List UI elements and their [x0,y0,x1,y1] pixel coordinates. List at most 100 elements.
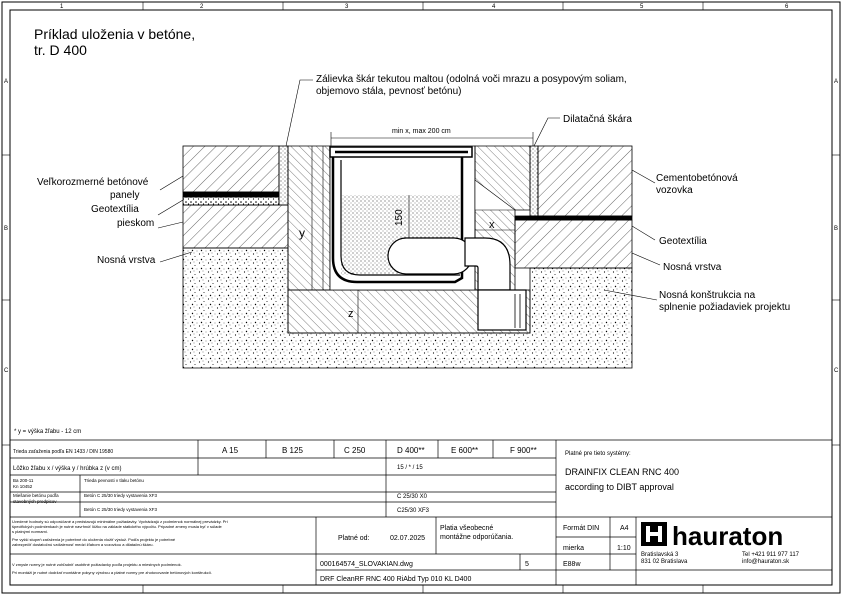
col-label: 6 [785,4,789,10]
row5-value: C25/30 XF3 [397,508,430,514]
row2-label: Lôžko žľabu x / výška y / hrúbka z (v cm… [13,466,121,472]
col-label: 2 [200,4,204,10]
hauraton-logo-icon [641,522,667,546]
sheet-no: 5 [525,561,529,568]
class-e600: E 600** [451,446,478,455]
cement-label-2: vozovka [656,185,693,196]
format-value: A4 [620,525,629,532]
sheet-border-inner [9,9,833,586]
row-label: A [834,79,838,85]
system-sub: according to DIBT approval [565,482,674,492]
dim-x-label: x [489,219,495,231]
std-label: Trieda zaťaženia podľa EN 1433 / DIN 195… [13,449,113,455]
row3b: Kn 10452 [13,484,33,489]
phone: Tel +421 911 977 117 [742,552,800,558]
row4-left2: stavebných predpisov [13,499,57,504]
right-base-slab [514,219,633,269]
product-line: DRF CleanRF RNC 400 RiAbd Typ 010 KL D40… [320,576,471,583]
title-block [10,439,832,585]
base-left-label: Nosná vrstva [97,255,156,266]
page-title: Príklad uloženia v betóne, tr. D 400 [34,26,195,58]
base-right-label: Nosná vrstva [663,262,722,273]
dim-z-label: z [348,308,354,320]
ref-code: E88w [563,561,581,568]
structure-label: Nosná konštrukcia na [659,290,756,301]
valid-date: 02.07.2025 [390,535,425,542]
title-line-1: Príklad uloženia v betóne, [34,26,196,42]
sand-label: pieskom [117,218,154,229]
class-a15: A 15 [222,446,239,455]
leader-lines [157,79,661,301]
haunch [474,179,516,211]
class-c250: C 250 [344,446,366,455]
note-line: zabezpečiť dostatočnú vzdialenosť medzi … [12,542,154,547]
warranty-1: Platia všeobecné [440,525,493,532]
row-label: C [4,368,9,374]
scale-value: 1:10 [617,545,631,552]
note-line: Uvedené hodnoty sú odporúčané a predstav… [12,519,228,524]
notes: Uvedené hodnoty sú odporúčané a predstav… [12,519,228,575]
concrete-surround-left [287,145,331,291]
row2-value: 15 / * / 15 [397,465,423,471]
geotextile-left [182,191,280,198]
class-d400: D 400** [397,446,425,455]
format-label: Formát DIN [563,525,599,532]
right-pavement [537,145,633,217]
row-label: B [834,226,838,232]
note-line: V zmysle normy je nutné zohľadniť osobit… [12,562,182,567]
row-label: A [4,79,8,85]
col-label: 5 [640,4,644,10]
title-line-2: tr. D 400 [34,42,87,58]
address-1: Bratislavská 3 [641,552,679,558]
row5-mid: Betón C 25/30 triedy vystavenia XF3 [84,507,158,512]
left-base-slab [182,204,289,249]
dimension-lines [311,132,534,333]
grout-label-2: objemovo stála, pevnosť betónu) [316,86,462,97]
system-name: DRAINFIX CLEAN RNC 400 [565,467,679,477]
grout-label: Zálievka škár tekutou maltou (odolná voč… [316,74,627,85]
outlet-pipe [477,289,527,331]
class-b125: B 125 [282,446,303,455]
email: info@hauraton.sk [742,559,790,565]
address-2: 831 02 Bratislava [641,559,688,565]
class-f900: F 900** [510,446,537,455]
annotation-texts: Zálievka škár tekutou maltou (odolná voč… [14,74,790,435]
logo-text: hauraton [672,521,783,551]
note-line: s platnými normami. [12,529,48,534]
grout-joint-right [529,145,539,217]
filter-tube [387,237,473,275]
col-label: 1 [60,4,64,10]
company-contacts: Bratislavská 3 831 02 Bratislava Tel +42… [641,552,800,565]
row3a: Ba 200-11 [13,478,34,483]
col-label: 3 [345,4,349,10]
valid-label: Platné od: [338,535,370,542]
note-line: Pri montáži je nutné dodržať montážne po… [12,570,212,575]
channel-wall [331,150,464,284]
row4-left1: Miešanie betónu podľa [13,493,59,498]
row4-value: C 25/30 X0 [397,494,428,500]
row3-mid: Trieda pevnosti v tlaku betónu [84,478,144,483]
col-label: 4 [492,4,496,10]
note-line: Pre vyšší stupeň zaťaženia je potrebné d… [12,537,176,542]
systems-label: Platné pre tieto systémy: [565,451,631,457]
table-texts: Trieda zaťaženia podľa EN 1433 / DIN 195… [12,446,679,583]
grout-joint-left [278,145,289,206]
cross-section [157,79,661,369]
drawing-no: 000164574_SLOVAKIAN.dwg [320,561,413,568]
panels-label: Veľkorozmerné betónové [37,177,149,188]
geotextile-right [514,215,633,221]
geotextile-right-label: Geotextília [659,236,707,247]
dim-minmax: min x, max 200 cm [392,128,451,135]
sand-layer [182,196,280,206]
scale-label: mierka [563,545,584,552]
warranty-2: montážne odporúčania. [440,534,513,541]
frame-labels: 1 2 3 4 5 6 A B C A B C [4,4,839,374]
row4-mid: Betón C 25/30 triedy vystavenia XF3 [84,493,158,498]
panels-label-2: panely [110,190,139,201]
row-label: C [834,368,839,374]
dim-y-label: y [299,226,305,240]
dim-150-label: 150 [394,209,405,226]
